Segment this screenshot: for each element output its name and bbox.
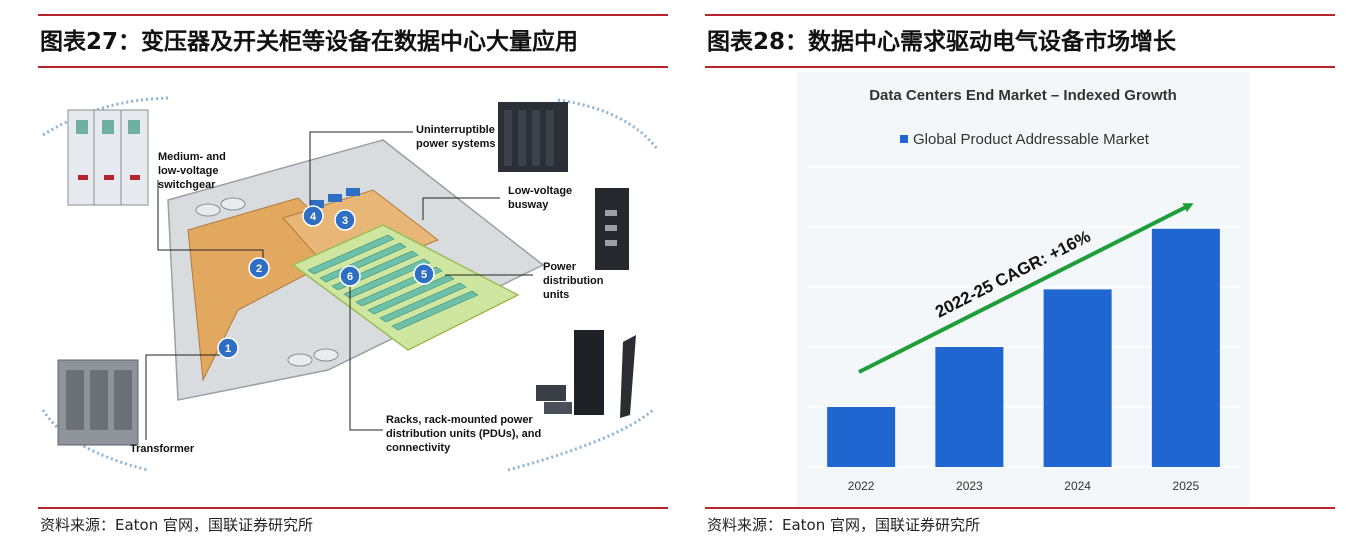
- growth-arrow-line: [858, 203, 1194, 374]
- decor-arc-top-right: [557, 98, 660, 151]
- marker-5: 5: [413, 263, 435, 285]
- leader-busway: [422, 197, 500, 220]
- marker-2: 2: [248, 257, 270, 279]
- ups-cabinet: [346, 188, 360, 196]
- transformer-image: [57, 359, 139, 446]
- top-rule: [705, 14, 1335, 16]
- callout-ups-line-2: power systems: [416, 138, 495, 150]
- callout-pdu-line-2: distribution: [543, 275, 604, 287]
- tank: [287, 353, 313, 367]
- ups-system-image: [498, 102, 568, 172]
- bar-2024: [1043, 289, 1112, 467]
- leader-transformer: [145, 354, 223, 440]
- marker-2-label: 2: [256, 263, 262, 275]
- callout-racks-line-1: Racks, rack-mounted power: [386, 414, 533, 426]
- growth-arrow: [858, 203, 1194, 374]
- legend-label: Global Product Addressable Market: [913, 131, 1150, 148]
- figure-28-title: 图表28：数据中心需求驱动电气设备市场增长: [707, 29, 1177, 55]
- right-figure-panel: 图表28：数据中心需求驱动电气设备市场增长 Data Centers End M…: [705, 0, 1335, 551]
- rack-row: [391, 290, 479, 331]
- rack-row: [379, 282, 467, 323]
- callout-ups-line-1: Uninterruptible: [416, 124, 495, 136]
- tank: [313, 348, 339, 362]
- callout-busway-line-2: busway: [508, 199, 549, 211]
- marker-4-label: 4: [310, 211, 317, 223]
- figure-27-source: 资料来源：Eaton 官网，国联证券研究所: [40, 516, 314, 534]
- decor-arc-bottom-left: [41, 409, 149, 472]
- figure-28-source: 资料来源：Eaton 官网，国联证券研究所: [707, 516, 981, 534]
- legend: Global Product Addressable Market: [900, 131, 1150, 148]
- bottom-rule: [705, 507, 1335, 509]
- legend-swatch: [900, 135, 908, 143]
- marker-5-label: 5: [421, 269, 427, 281]
- switchgear-cabinet-image: [67, 109, 149, 206]
- callout-pdu-line-3: units: [543, 289, 569, 301]
- rack-row: [367, 274, 455, 315]
- chart-title: Data Centers End Market – Indexed Growth: [869, 87, 1177, 104]
- x-tick-2024: 2024: [1064, 479, 1091, 493]
- callout-switchgear-line-3: switchgear: [158, 179, 216, 191]
- transformer-tanks: [195, 197, 339, 367]
- marker-6: 6: [339, 265, 361, 287]
- leader-lines: [145, 131, 533, 440]
- x-tick-2023: 2023: [956, 479, 983, 493]
- leader-ups: [309, 131, 413, 215]
- callout-switchgear-line-2: low-voltage: [158, 165, 219, 177]
- title-rule: [38, 66, 668, 68]
- ups-cabinet: [310, 200, 324, 208]
- callout-busway-line-1: Low-voltage: [508, 185, 572, 197]
- marker-4: 4: [302, 205, 324, 227]
- marker-1: 1: [217, 337, 239, 359]
- rack-row: [343, 258, 431, 299]
- chart-container: Data Centers End Market – Indexed Growth…: [797, 72, 1250, 506]
- leader-racks: [349, 285, 383, 431]
- left-figure-panel: 图表27：变压器及开关柜等设备在数据中心大量应用: [38, 0, 668, 551]
- tank: [220, 197, 246, 211]
- rack-equipment-image: [536, 330, 636, 418]
- data-center-illustration: Medium- and low-voltage switchgear Unint…: [41, 96, 660, 472]
- ups-cabinets: [310, 188, 360, 208]
- rack-row: [307, 234, 395, 275]
- top-rule: [38, 14, 668, 16]
- ups-cabinet: [328, 194, 342, 202]
- marker-6-label: 6: [347, 271, 353, 283]
- callout-racks-line-2: distribution units (PDUs), and: [386, 428, 541, 440]
- callout-pdu-line-1: Power: [543, 261, 577, 273]
- bar-2022: [827, 407, 896, 467]
- title-rule: [705, 66, 1335, 68]
- figure-27-title: 图表27：变压器及开关柜等设备在数据中心大量应用: [40, 29, 579, 55]
- bar-2023: [935, 347, 1004, 467]
- decor-arc-bottom-right: [507, 408, 654, 472]
- bottom-rule: [38, 507, 668, 509]
- decor-arc-top-left: [42, 96, 169, 137]
- callout-switchgear-line-1: Medium- and: [158, 151, 226, 163]
- x-tick-2025: 2025: [1173, 479, 1200, 493]
- pdu-cabinet-image: [595, 188, 629, 270]
- tank: [195, 203, 221, 217]
- x-tick-2022: 2022: [848, 479, 875, 493]
- callout-racks-line-3: connectivity: [386, 442, 451, 454]
- callout-transformer: Transformer: [130, 443, 195, 455]
- bar-chart: Data Centers End Market – Indexed Growth…: [807, 87, 1240, 493]
- bars: [827, 228, 1220, 467]
- marker-3-label: 3: [342, 215, 348, 227]
- bar-2025: [1151, 228, 1220, 467]
- x-tick-labels: 2022 2023 2024 2025: [848, 479, 1200, 493]
- marker-3: 3: [334, 209, 356, 231]
- marker-1-label: 1: [225, 343, 231, 355]
